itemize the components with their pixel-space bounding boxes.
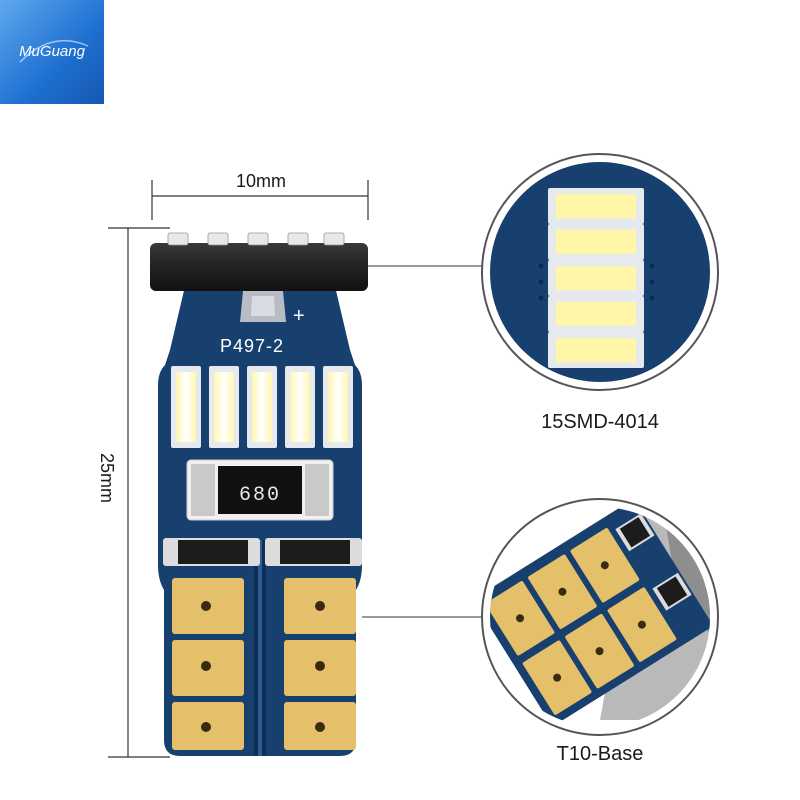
polarity-mark: + xyxy=(293,305,305,327)
led-bulb: + P497-2 680 xyxy=(150,232,368,756)
logo-text: MuGuang xyxy=(19,43,86,60)
led-closeup xyxy=(481,153,719,391)
height-label: 25mm xyxy=(97,453,117,503)
resistor-code: 680 xyxy=(239,484,281,507)
pcb-marking: P497-2 xyxy=(220,336,284,356)
base-callout-label: T10-Base xyxy=(557,743,644,765)
resistor xyxy=(186,459,334,521)
front-led-row xyxy=(171,366,353,448)
height-dimension xyxy=(108,227,170,758)
diodes xyxy=(163,538,362,566)
contact-pads xyxy=(172,578,356,750)
base-closeup xyxy=(481,498,719,736)
bulb-cap xyxy=(150,243,368,291)
width-dimension xyxy=(151,180,369,220)
led-callout-label: 15SMD-4014 xyxy=(541,411,659,433)
brand-logo: MuGuang xyxy=(0,0,104,104)
width-label: 10mm xyxy=(236,171,286,191)
